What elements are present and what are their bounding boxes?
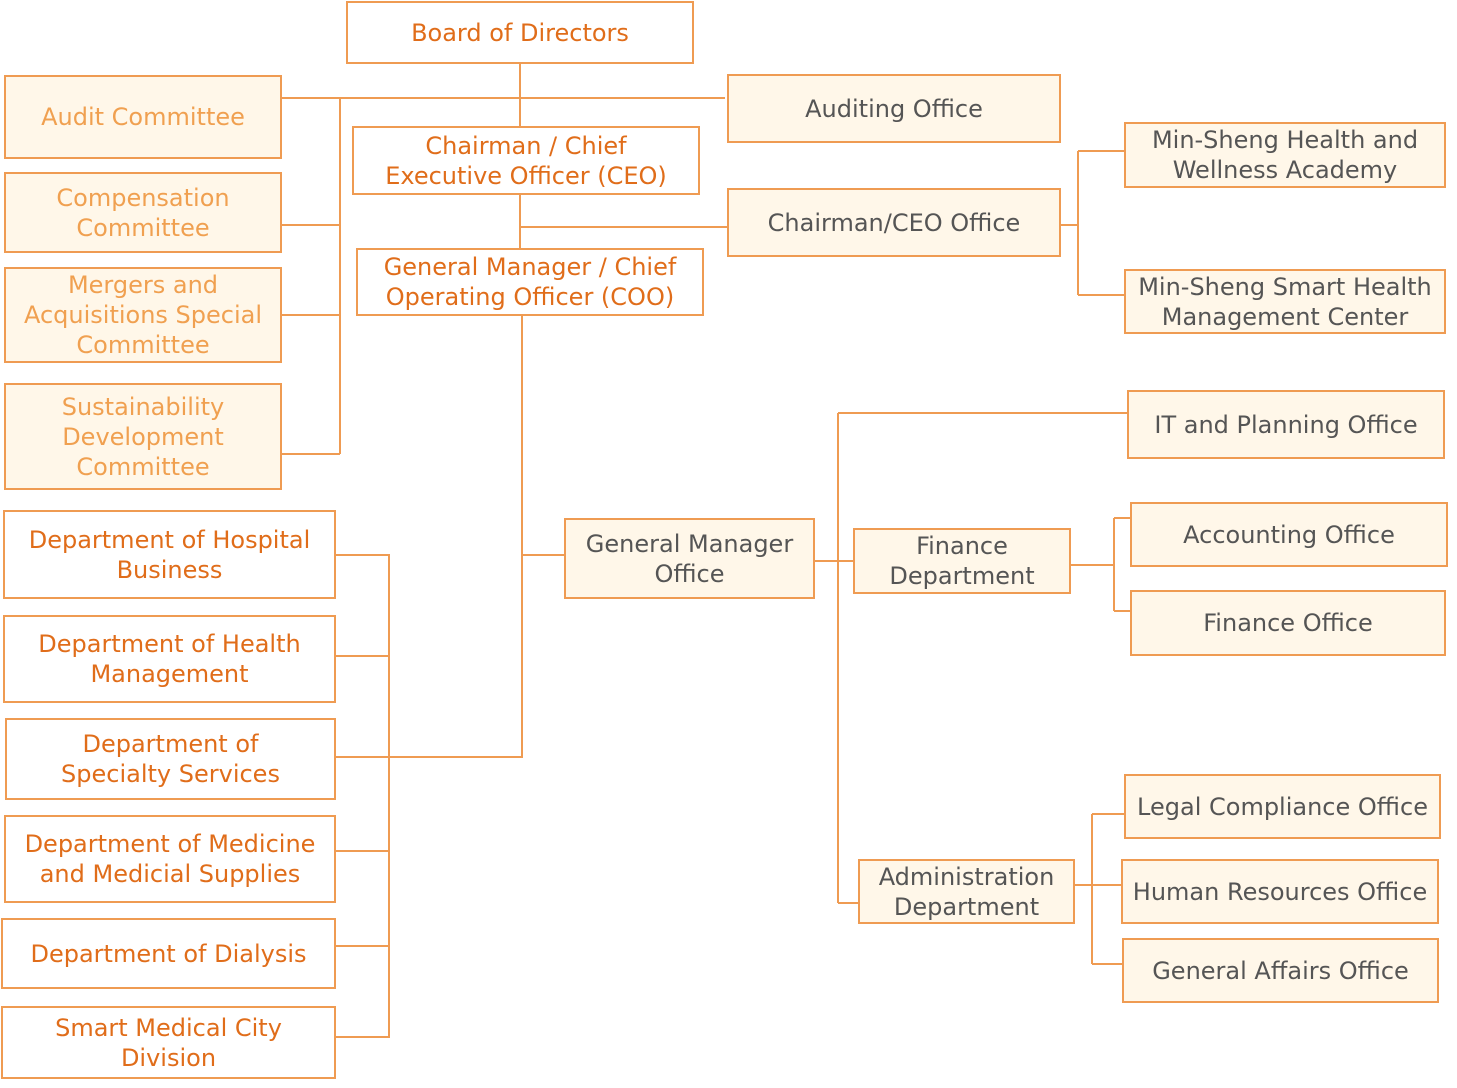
node-medicine-supplies-department: Department of Medicine and Medicial Supp… [4, 815, 336, 903]
node-sustainability-committee: Sustainability Development Committee [4, 383, 282, 490]
node-board-of-directors: Board of Directors [346, 1, 694, 64]
node-health-wellness-academy: Min-Sheng Health and Wellness Academy [1124, 122, 1446, 188]
node-specialty-services-department: Department of Specialty Services [5, 718, 336, 800]
node-smart-health-management-center: Min-Sheng Smart Health Management Center [1124, 269, 1446, 334]
node-chairman-ceo: Chairman / Chief Executive Officer (CEO) [352, 126, 700, 195]
node-it-planning-office: IT and Planning Office [1127, 390, 1445, 459]
node-finance-department: Finance Department [853, 528, 1071, 594]
node-administration-department: Administration Department [858, 859, 1075, 924]
node-hospital-business-department: Department of Hospital Business [3, 510, 336, 599]
node-auditing-office: Auditing Office [727, 74, 1061, 143]
node-dialysis-department: Department of Dialysis [1, 918, 336, 989]
node-audit-committee: Audit Committee [4, 75, 282, 159]
node-chairman-ceo-office: Chairman/CEO Office [727, 188, 1061, 257]
node-human-resources-office: Human Resources Office [1121, 859, 1439, 924]
node-legal-compliance-office: Legal Compliance Office [1124, 774, 1441, 839]
node-compensation-committee: Compensation Committee [4, 172, 282, 253]
node-general-manager-office: General Manager Office [564, 518, 815, 599]
node-gm-coo: General Manager / Chief Operating Office… [356, 248, 704, 316]
node-ma-special-committee: Mergers and Acquisitions Special Committ… [4, 267, 282, 363]
node-accounting-office: Accounting Office [1130, 502, 1448, 567]
node-general-affairs-office: General Affairs Office [1122, 938, 1439, 1003]
node-health-management-department: Department of Health Management [3, 615, 336, 703]
node-smart-medical-city-division: Smart Medical City Division [1, 1006, 336, 1079]
node-finance-office: Finance Office [1130, 590, 1446, 656]
